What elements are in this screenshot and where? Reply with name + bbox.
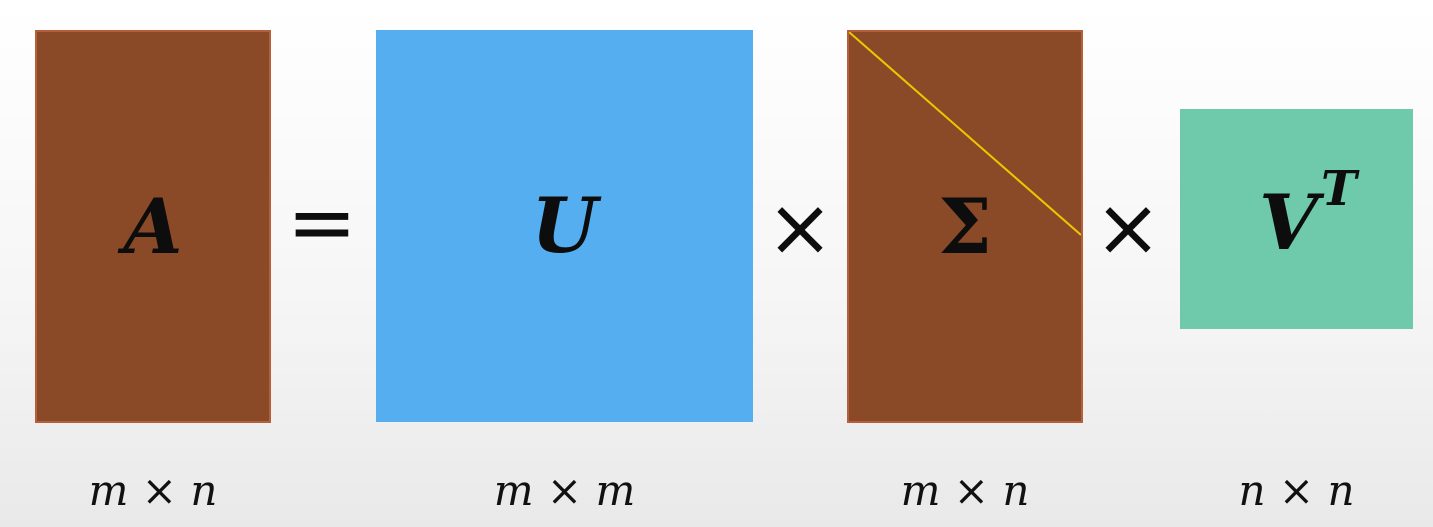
- times-sign-1: ×: [766, 181, 834, 274]
- matrix-sigma-box: Σ: [847, 30, 1083, 423]
- dims-label-u: m × m: [493, 466, 636, 515]
- matrix-u-box: U: [376, 30, 753, 422]
- dims-label-vt: n × n: [1238, 466, 1355, 515]
- equals-sign: =: [286, 173, 358, 271]
- matrix-u-symbol: U: [531, 181, 598, 270]
- matrix-sigma-symbol: Σ: [938, 181, 992, 271]
- matrix-vt-letter: V: [1259, 178, 1318, 267]
- dims-label-a: m × n: [88, 466, 218, 515]
- dims-label-sigma: m × n: [900, 466, 1030, 515]
- matrix-a-box: A: [35, 30, 271, 423]
- matrix-vt-superscript: T: [1321, 161, 1357, 217]
- times-sign-2: ×: [1094, 181, 1162, 274]
- matrix-a-symbol: A: [123, 181, 183, 271]
- sigma-diagonal-line: [849, 32, 1081, 236]
